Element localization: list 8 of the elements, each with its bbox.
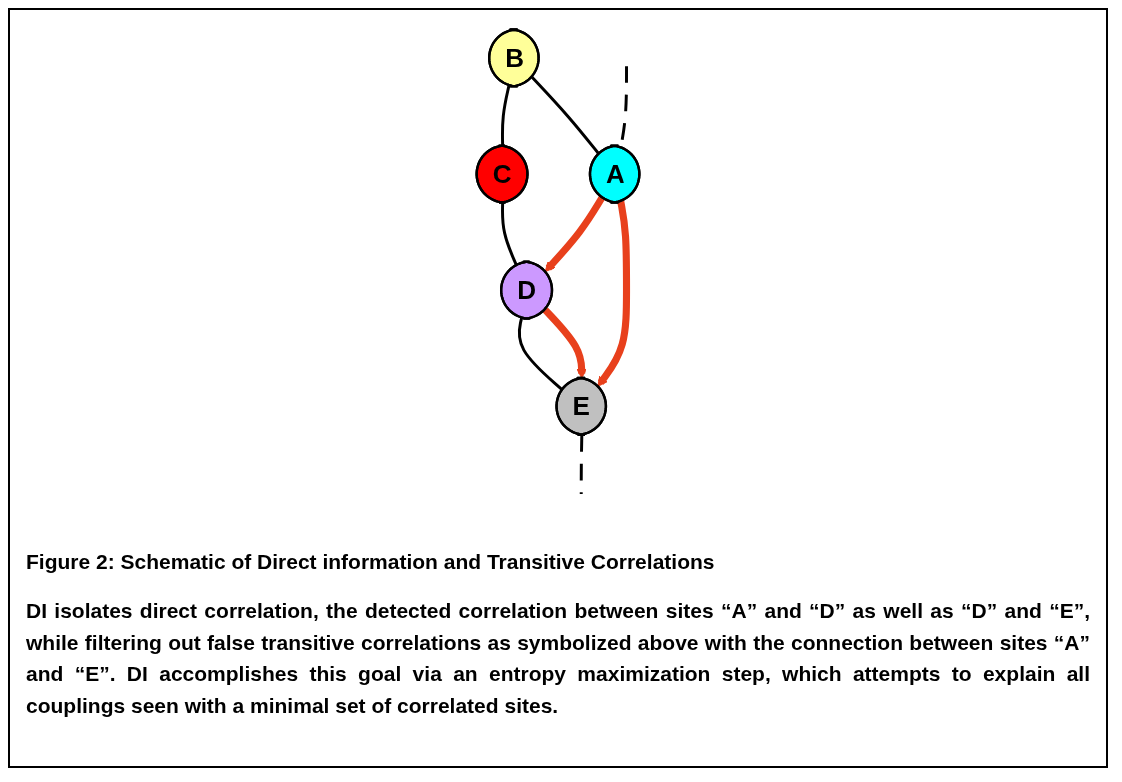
figure-caption: DI isolates direct correlation, the detected correlation between sites “A” and “D” as well as “D” and “E”, while filtering out false transitive correlations as symbolized above with the connection between sites “A” and “E”. DI accomplishes this goal via an entropy maximization step, which attempts to explain all couplings seen with a minimal set of correlated sites. [26, 598, 1090, 719]
connector [517, 317, 564, 392]
connector [531, 76, 601, 156]
arrow [597, 200, 631, 387]
arrow [544, 195, 606, 273]
figure-title: Figure 2: Schematic of Direct information and Transitive Correlations [26, 550, 715, 574]
connector [501, 203, 518, 267]
connector [579, 435, 584, 494]
